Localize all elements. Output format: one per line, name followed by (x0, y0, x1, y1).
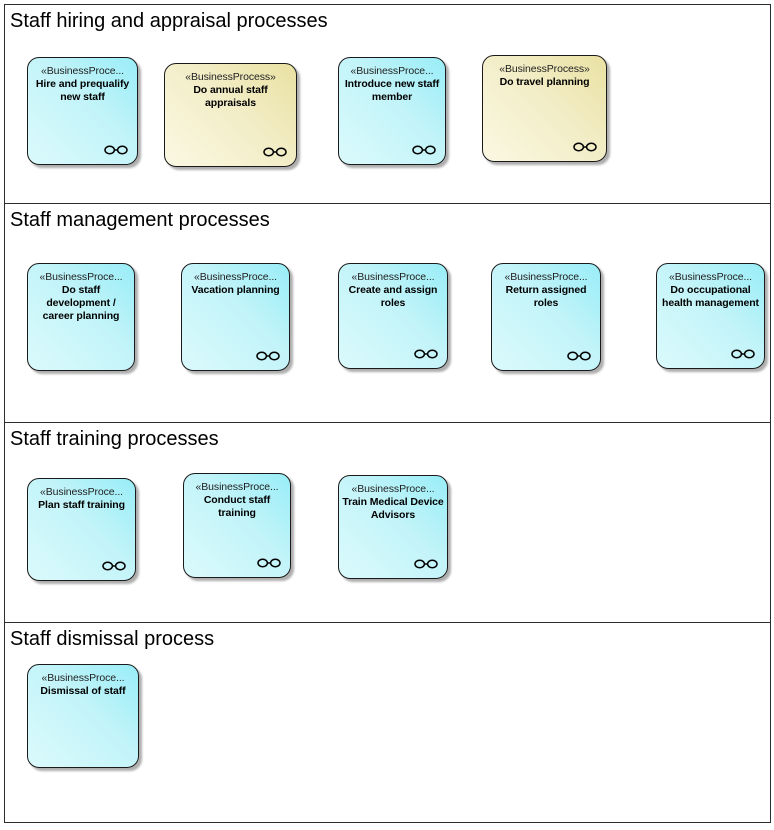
lane-staff-management[interactable]: Staff management processes «BusinessProc… (4, 203, 771, 423)
process-box[interactable]: «BusinessProcess» Do annual staff apprai… (164, 63, 297, 167)
process-name-label: Hire and prequalify new staff (35, 78, 130, 103)
process-box[interactable]: «BusinessProce... Introduce new staff me… (338, 57, 446, 165)
linked-circles-icon (104, 145, 128, 155)
stereotype-label: «BusinessProce... (351, 271, 435, 283)
stereotype-label: «BusinessProcess» (185, 71, 276, 83)
process-name-label: Conduct staff training (203, 494, 271, 519)
process-box[interactable]: «BusinessProce... Vacation planning (181, 263, 290, 371)
process-box[interactable]: «BusinessProce... Do occupational health… (656, 263, 765, 369)
lane-title: Staff training processes (10, 428, 219, 450)
stereotype-label: «BusinessProce... (194, 271, 277, 283)
linked-circles-icon (102, 561, 126, 571)
lane-staff-training[interactable]: Staff training processes «BusinessProce.… (4, 422, 771, 623)
lane-title: Staff dismissal process (10, 628, 215, 650)
linked-circles-icon (263, 147, 287, 157)
linked-circles-icon (412, 145, 436, 155)
lane-title: Staff management processes (10, 209, 270, 231)
process-name-label: Do staff development / career planning (42, 284, 120, 322)
linked-circles-icon (414, 559, 438, 569)
process-name-label: Dismissal of staff (40, 685, 126, 697)
process-name-label: Vacation planning (191, 284, 280, 296)
process-name-label: Train Medical Device Advisors (342, 496, 444, 521)
process-box[interactable]: «BusinessProce... Dismissal of staff (27, 664, 139, 768)
process-name-label: Do occupational health management (662, 284, 759, 309)
process-box[interactable]: «BusinessProce... Create and assign role… (338, 263, 448, 369)
process-name-label: Create and assign roles (348, 284, 438, 309)
linked-circles-icon (257, 558, 281, 568)
linked-circles-icon (414, 349, 438, 359)
linked-circles-icon (573, 142, 597, 152)
process-box[interactable]: «BusinessProcess» Do travel planning (482, 55, 607, 162)
stereotype-label: «BusinessProce... (351, 483, 435, 495)
stereotype-label: «BusinessProce... (40, 486, 123, 498)
stereotype-label: «BusinessProce... (195, 481, 279, 493)
stereotype-label: «BusinessProce... (41, 65, 124, 77)
stereotype-label: «BusinessProce... (669, 271, 752, 283)
stereotype-label: «BusinessProce... (504, 271, 588, 283)
process-box[interactable]: «BusinessProce... Train Medical Device A… (338, 475, 448, 579)
process-box[interactable]: «BusinessProce... Conduct staff training (183, 473, 291, 578)
process-box[interactable]: «BusinessProce... Return assigned roles (491, 263, 601, 371)
lane-staff-hiring[interactable]: Staff hiring and appraisal processes «Bu… (4, 4, 771, 204)
linked-circles-icon (256, 351, 280, 361)
process-name-label: Plan staff training (38, 499, 125, 511)
process-box[interactable]: «BusinessProce... Hire and prequalify ne… (27, 57, 138, 165)
linked-circles-icon (567, 351, 591, 361)
stereotype-label: «BusinessProce... (350, 65, 434, 77)
process-name-label: Return assigned roles (505, 284, 587, 309)
stereotype-label: «BusinessProcess» (499, 63, 590, 75)
stereotype-label: «BusinessProce... (41, 672, 125, 684)
process-name-label: Do travel planning (499, 76, 590, 88)
stereotype-label: «BusinessProce... (39, 271, 123, 283)
linked-circles-icon (731, 349, 755, 359)
process-box[interactable]: «BusinessProce... Plan staff training (27, 478, 136, 581)
lane-title: Staff hiring and appraisal processes (10, 10, 328, 32)
lane-staff-dismissal[interactable]: Staff dismissal process «BusinessProce..… (4, 622, 771, 823)
process-name-label: Introduce new staff member (344, 78, 440, 103)
process-box[interactable]: «BusinessProce... Do staff development /… (27, 263, 135, 371)
process-name-label: Do annual staff appraisals (193, 84, 268, 109)
